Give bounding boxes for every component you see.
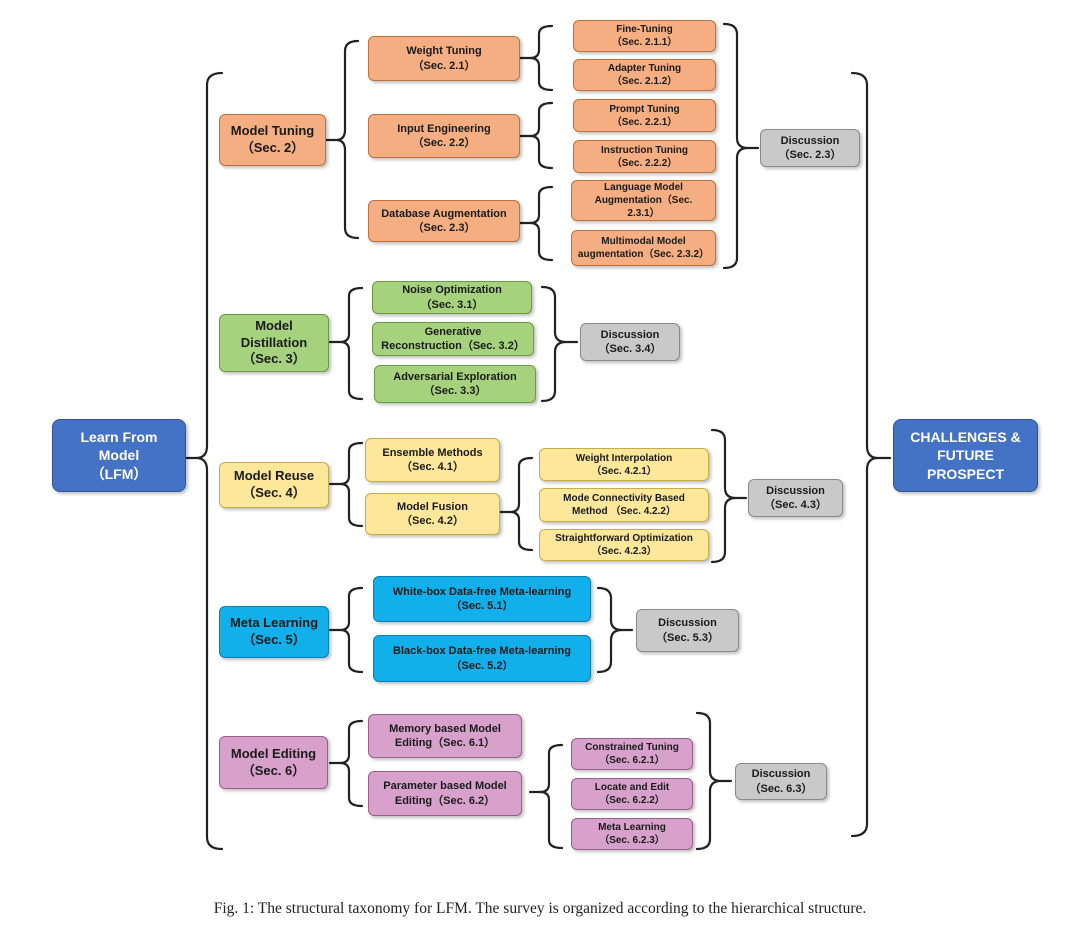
node-multimodal-augmentation: Multimodal Model augmentation（Sec. 2.3.2…	[571, 230, 716, 266]
node-model-editing: Model Editing （Sec. 6）	[219, 736, 328, 789]
bracket-database	[518, 185, 554, 262]
root-node-lfm: Learn From Model （LFM）	[52, 419, 186, 492]
bracket-meta-discussion	[596, 586, 634, 674]
node-fine-tuning: Fine-Tuning （Sec. 2.1.1）	[573, 20, 716, 52]
node-straightforward-optimization: Straightforward Optimization （Sec. 4.2.3…	[539, 529, 709, 561]
bracket-tuning-discussion	[722, 22, 760, 270]
node-meta-learning: Meta Learning （Sec. 5）	[219, 606, 329, 658]
node-memory-based-editing: Memory based Model Editing（Sec. 6.1）	[368, 714, 522, 758]
node-discussion-2-3: Discussion （Sec. 2.3）	[760, 129, 860, 167]
node-constrained-tuning: Constrained Tuning （Sec. 6.2.1）	[571, 738, 693, 770]
bracket-distill	[328, 286, 364, 401]
node-prompt-tuning: Prompt Tuning （Sec. 2.2.1）	[573, 99, 716, 132]
bracket-meta	[328, 586, 364, 674]
bracket-fusion	[498, 456, 534, 552]
bracket-reuse-discussion	[710, 428, 748, 564]
bracket-tuning	[324, 39, 360, 240]
node-locate-and-edit: Locate and Edit （Sec. 6.2.2）	[571, 778, 693, 810]
node-adapter-tuning: Adapter Tuning （Sec. 2.1.2）	[573, 59, 716, 91]
bracket-param	[528, 743, 564, 850]
bracket-reuse	[328, 441, 364, 528]
bracket-outcome	[850, 71, 892, 838]
bracket-input	[518, 101, 554, 170]
node-instruction-tuning: Instruction Tuning （Sec. 2.2.2）	[573, 140, 716, 173]
node-ensemble-methods: Ensemble Methods （Sec. 4.1）	[365, 438, 500, 482]
node-language-model-augmentation: Language Model Augmentation（Sec. 2.3.1）	[571, 180, 716, 221]
node-mode-connectivity: Mode Connectivity Based Method （Sec. 4.2…	[539, 488, 709, 522]
node-model-fusion: Model Fusion （Sec. 4.2）	[365, 493, 500, 535]
bracket-editing-discussion	[695, 711, 733, 851]
node-weight-tuning: Weight Tuning （Sec. 2.1）	[368, 36, 520, 81]
figure-caption: Fig. 1: The structural taxonomy for LFM.…	[213, 900, 867, 917]
node-discussion-3-4: Discussion （Sec. 3.4）	[580, 323, 680, 361]
node-discussion-6-3: Discussion （Sec. 6.3）	[735, 763, 827, 800]
node-model-distillation: Model Distillation （Sec. 3）	[219, 314, 329, 372]
node-discussion-4-3: Discussion （Sec. 4.3）	[748, 479, 843, 517]
bracket-distill-discussion	[540, 285, 579, 403]
bracket-weight	[518, 24, 554, 92]
node-weight-interpolation: Weight Interpolation （Sec. 4.2.1）	[539, 448, 709, 481]
node-discussion-5-3: Discussion （Sec. 5.3）	[636, 609, 739, 652]
node-model-reuse: Model Reuse （Sec. 4）	[219, 462, 329, 508]
node-input-engineering: Input Engineering （Sec. 2.2）	[368, 114, 520, 158]
node-black-box-meta-learning: Black-box Data-free Meta-learning （Sec. …	[373, 635, 591, 682]
node-white-box-meta-learning: White-box Data-free Meta-learning （Sec. …	[373, 576, 591, 622]
node-model-tuning: Model Tuning （Sec. 2）	[219, 114, 326, 166]
taxonomy-diagram: Learn From Model （LFM） CHALLENGES & FUTU…	[52, 20, 1038, 851]
node-generative-reconstruction: Generative Reconstruction（Sec. 3.2）	[372, 322, 534, 356]
node-adversarial-exploration: Adversarial Exploration （Sec. 3.3）	[374, 365, 536, 403]
outcome-node-challenges: CHALLENGES & FUTURE PROSPECT	[893, 419, 1038, 492]
node-meta-learning-editing: Meta Learning （Sec. 6.2.3）	[571, 818, 693, 850]
node-noise-optimization: Noise Optimization （Sec. 3.1）	[372, 281, 532, 314]
connector-brackets	[184, 22, 892, 851]
node-parameter-based-editing: Parameter based Model Editing（Sec. 6.2）	[368, 771, 522, 816]
node-database-augmentation: Database Augmentation （Sec. 2.3）	[368, 200, 520, 242]
bracket-editing	[328, 719, 364, 808]
bracket-root	[184, 71, 224, 851]
